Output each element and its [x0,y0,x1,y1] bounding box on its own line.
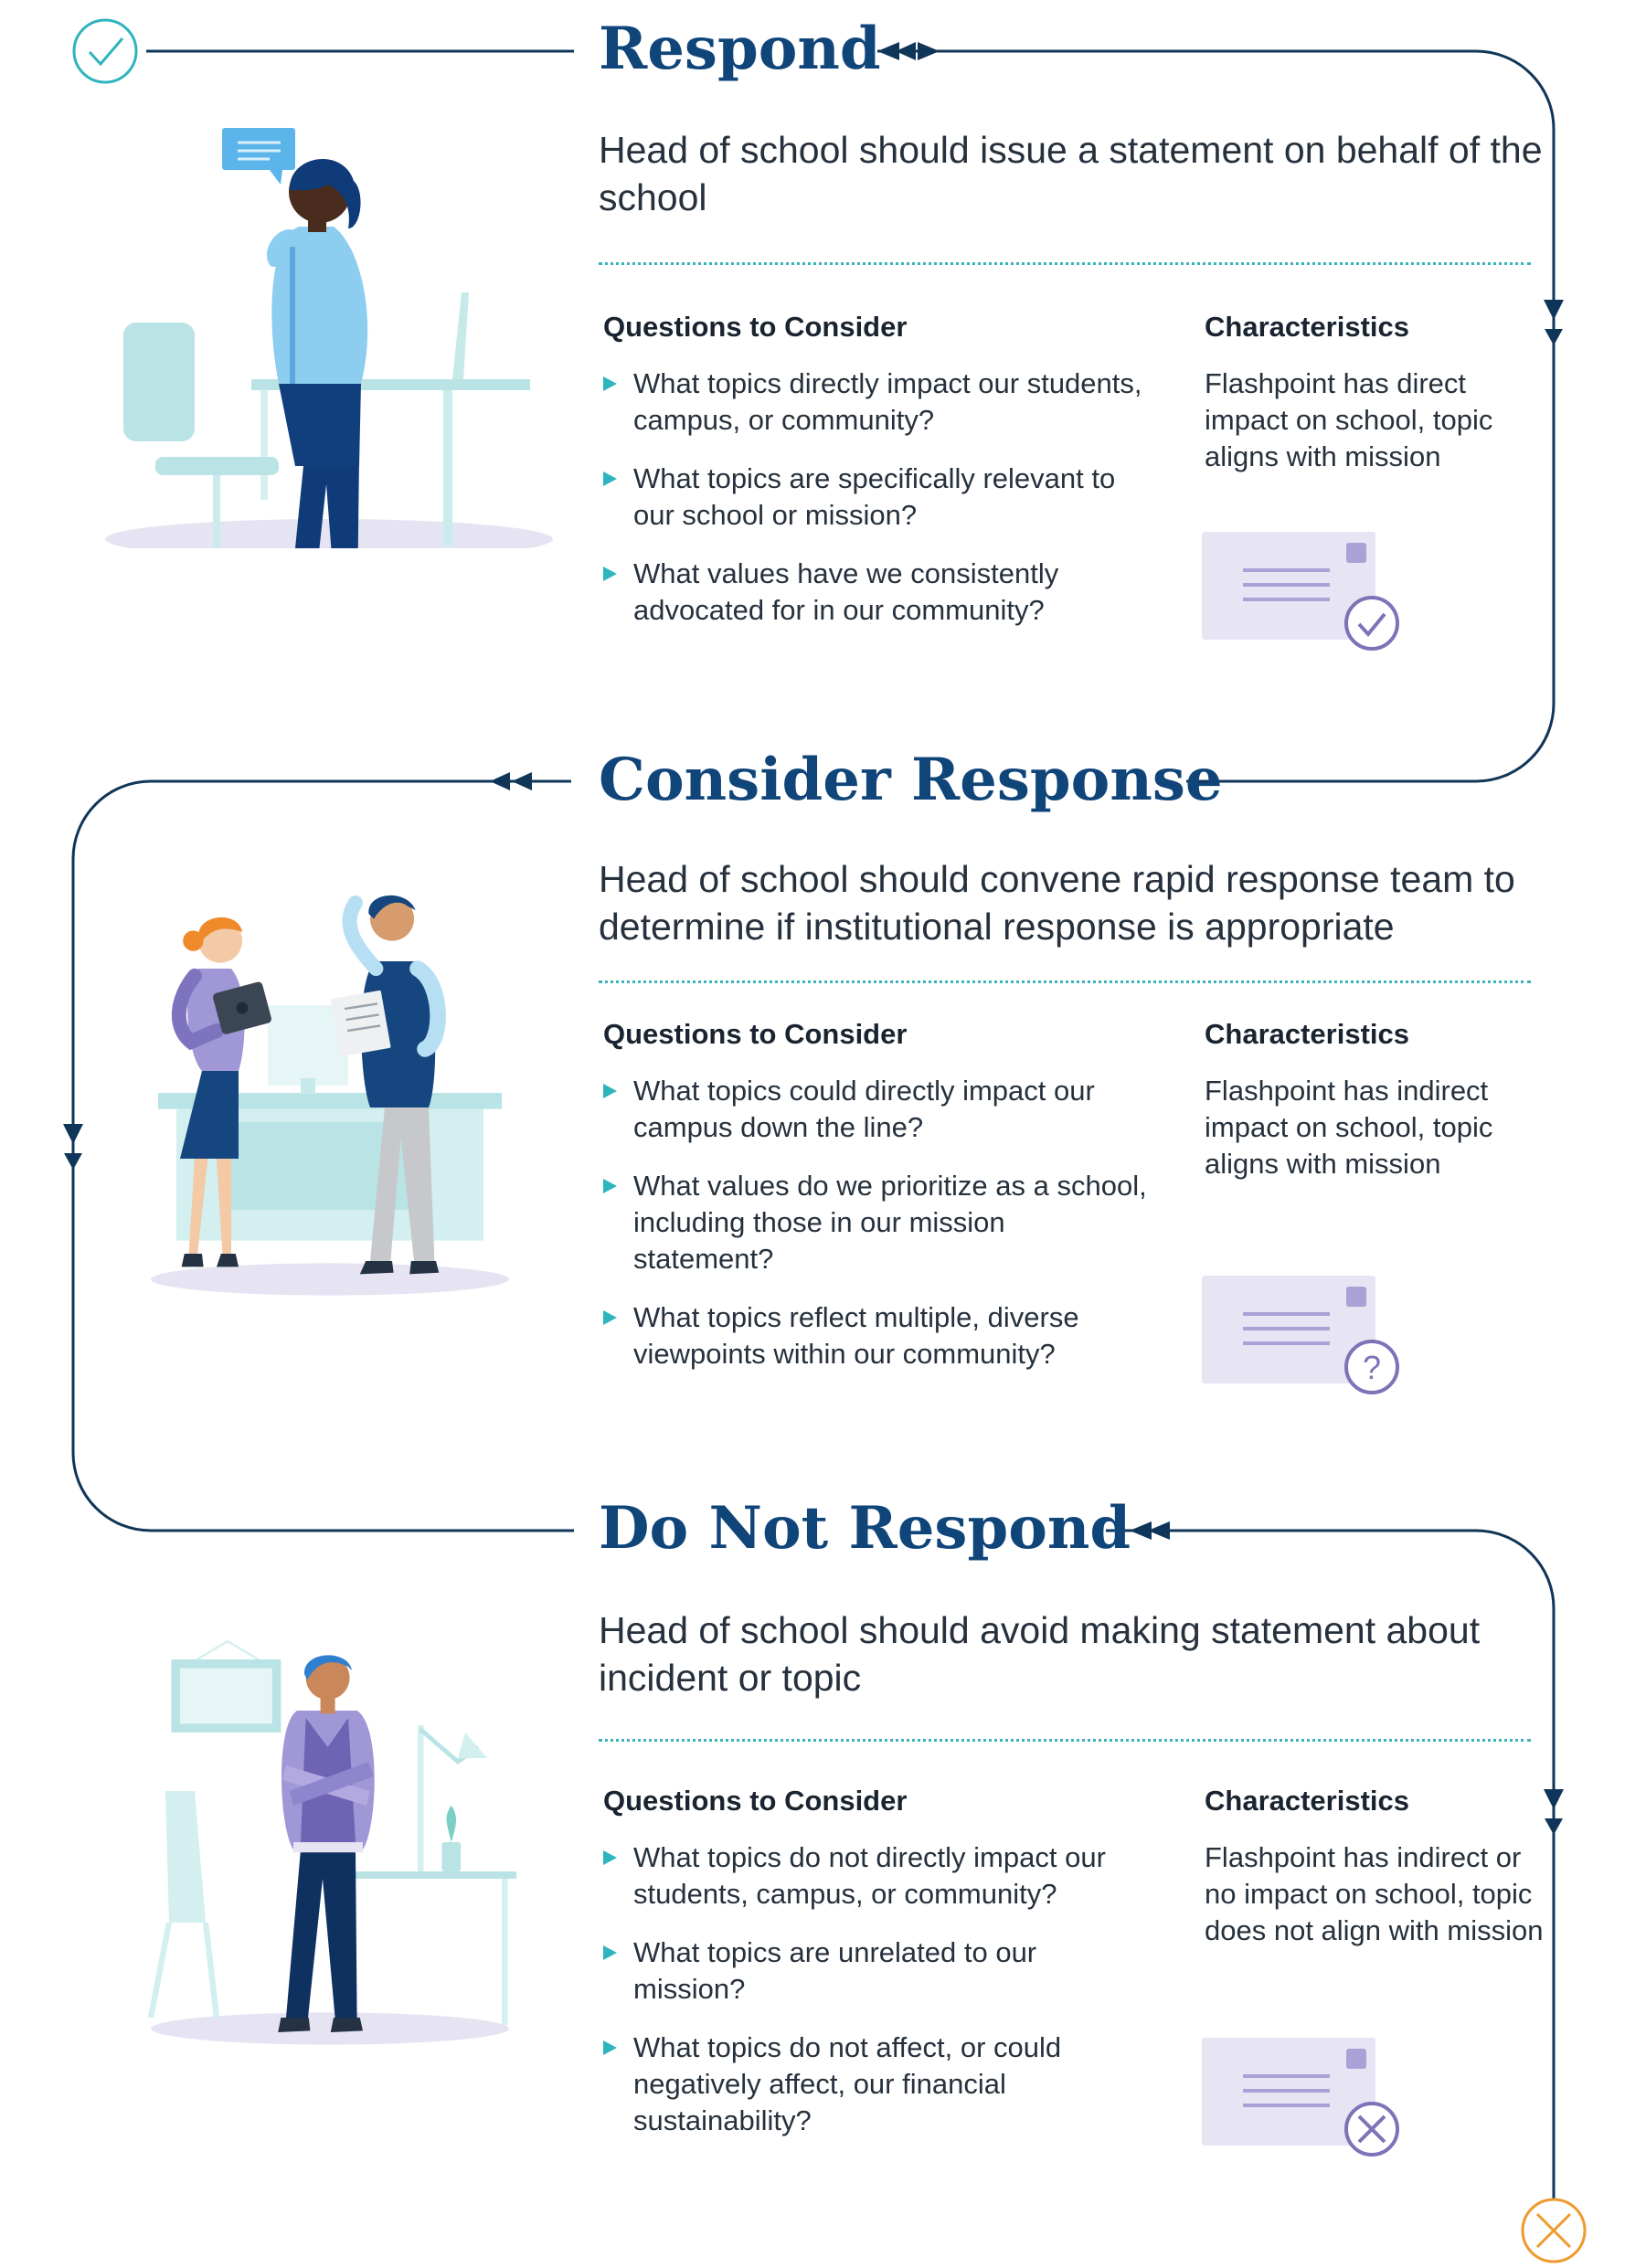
question-item: What topics do not affect, or could nega… [603,2030,1152,2139]
question-item: What values have we consistently advocat… [603,556,1152,629]
question-item: What topics do not directly impact our s… [603,1839,1152,1913]
flow-arrows-left-icon [490,772,532,790]
document-question-card: ? [1202,1276,1399,1394]
questions-list: What topics could directly impact our ca… [603,1073,1152,1372]
flow-line-respond-to-consider [877,49,1556,783]
question-mark-icon: ? [1363,1349,1381,1386]
section-description: Head of school should convene rapid resp… [599,858,1515,948]
bullet-triangle-icon [603,1084,617,1098]
end-x-icon [1521,2198,1587,2263]
bullet-triangle-icon [603,1850,617,1865]
colleagues-illustration [151,895,509,1296]
flow-line-donot-to-end [1106,1529,1556,2200]
questions-heading: Questions to Consider [603,1018,908,1050]
bullet-triangle-icon [603,2040,617,2055]
dotted-divider [599,262,1531,265]
question-item: What topics reflect multiple, diverse vi… [603,1299,1152,1372]
characteristics-heading: Characteristics [1205,1018,1410,1050]
characteristics-text: Flashpoint has indirect or no impact on … [1205,1841,1544,1946]
section-title: Do Not Respond [599,1494,1131,1563]
man-arms-crossed-illustration [147,1639,516,2045]
bullet-triangle-icon [603,472,617,486]
flow-arrows-down-icon [1544,300,1564,345]
characteristics-text: Flashpoint has indirect impact on school… [1205,1075,1493,1180]
x-icon [1357,2114,1386,2144]
bullet-triangle-icon [603,1945,617,1960]
questions-list: What topics do not directly impact our s… [603,1839,1152,2139]
dotted-divider [599,980,1531,983]
bullet-triangle-icon [603,1310,617,1325]
document-check-card [1202,532,1399,651]
question-item: What topics are specifically relevant to… [603,461,1152,534]
section-description: Head of school should avoid making state… [599,1609,1481,1699]
start-check-icon [72,18,138,84]
questions-list: What topics directly impact our students… [603,366,1152,629]
bullet-triangle-icon [603,376,617,391]
characteristics-heading: Characteristics [1205,1785,1410,1817]
question-item: What topics are unrelated to our mission… [603,1934,1152,2008]
section-title: Consider Response [599,746,1223,814]
flow-arrows-down-left-icon [63,1124,83,1170]
question-item: What topics could directly impact our ca… [603,1073,1152,1146]
characteristics-heading: Characteristics [1205,311,1410,343]
flow-arrows-right-icon [877,42,940,60]
question-item: What values do we prioritize as a school… [603,1168,1152,1277]
characteristics-text: Flashpoint has direct impact on school, … [1205,367,1493,472]
question-item: What topics directly impact our students… [603,366,1152,439]
flow-arrows-down-right-icon [1544,1789,1564,1835]
bullet-triangle-icon [603,1179,617,1193]
section-description: Head of school should issue a statement … [599,129,1543,218]
flow-arrows-right-2-icon [1130,1521,1170,1540]
dotted-divider [599,1739,1531,1742]
bullet-triangle-icon [603,567,617,581]
document-x-card [1202,2038,1399,2157]
woman-on-phone-illustration [105,128,553,548]
questions-heading: Questions to Consider [603,311,908,343]
questions-heading: Questions to Consider [603,1785,908,1817]
section-title: Respond [599,15,881,83]
check-icon [1357,612,1386,638]
